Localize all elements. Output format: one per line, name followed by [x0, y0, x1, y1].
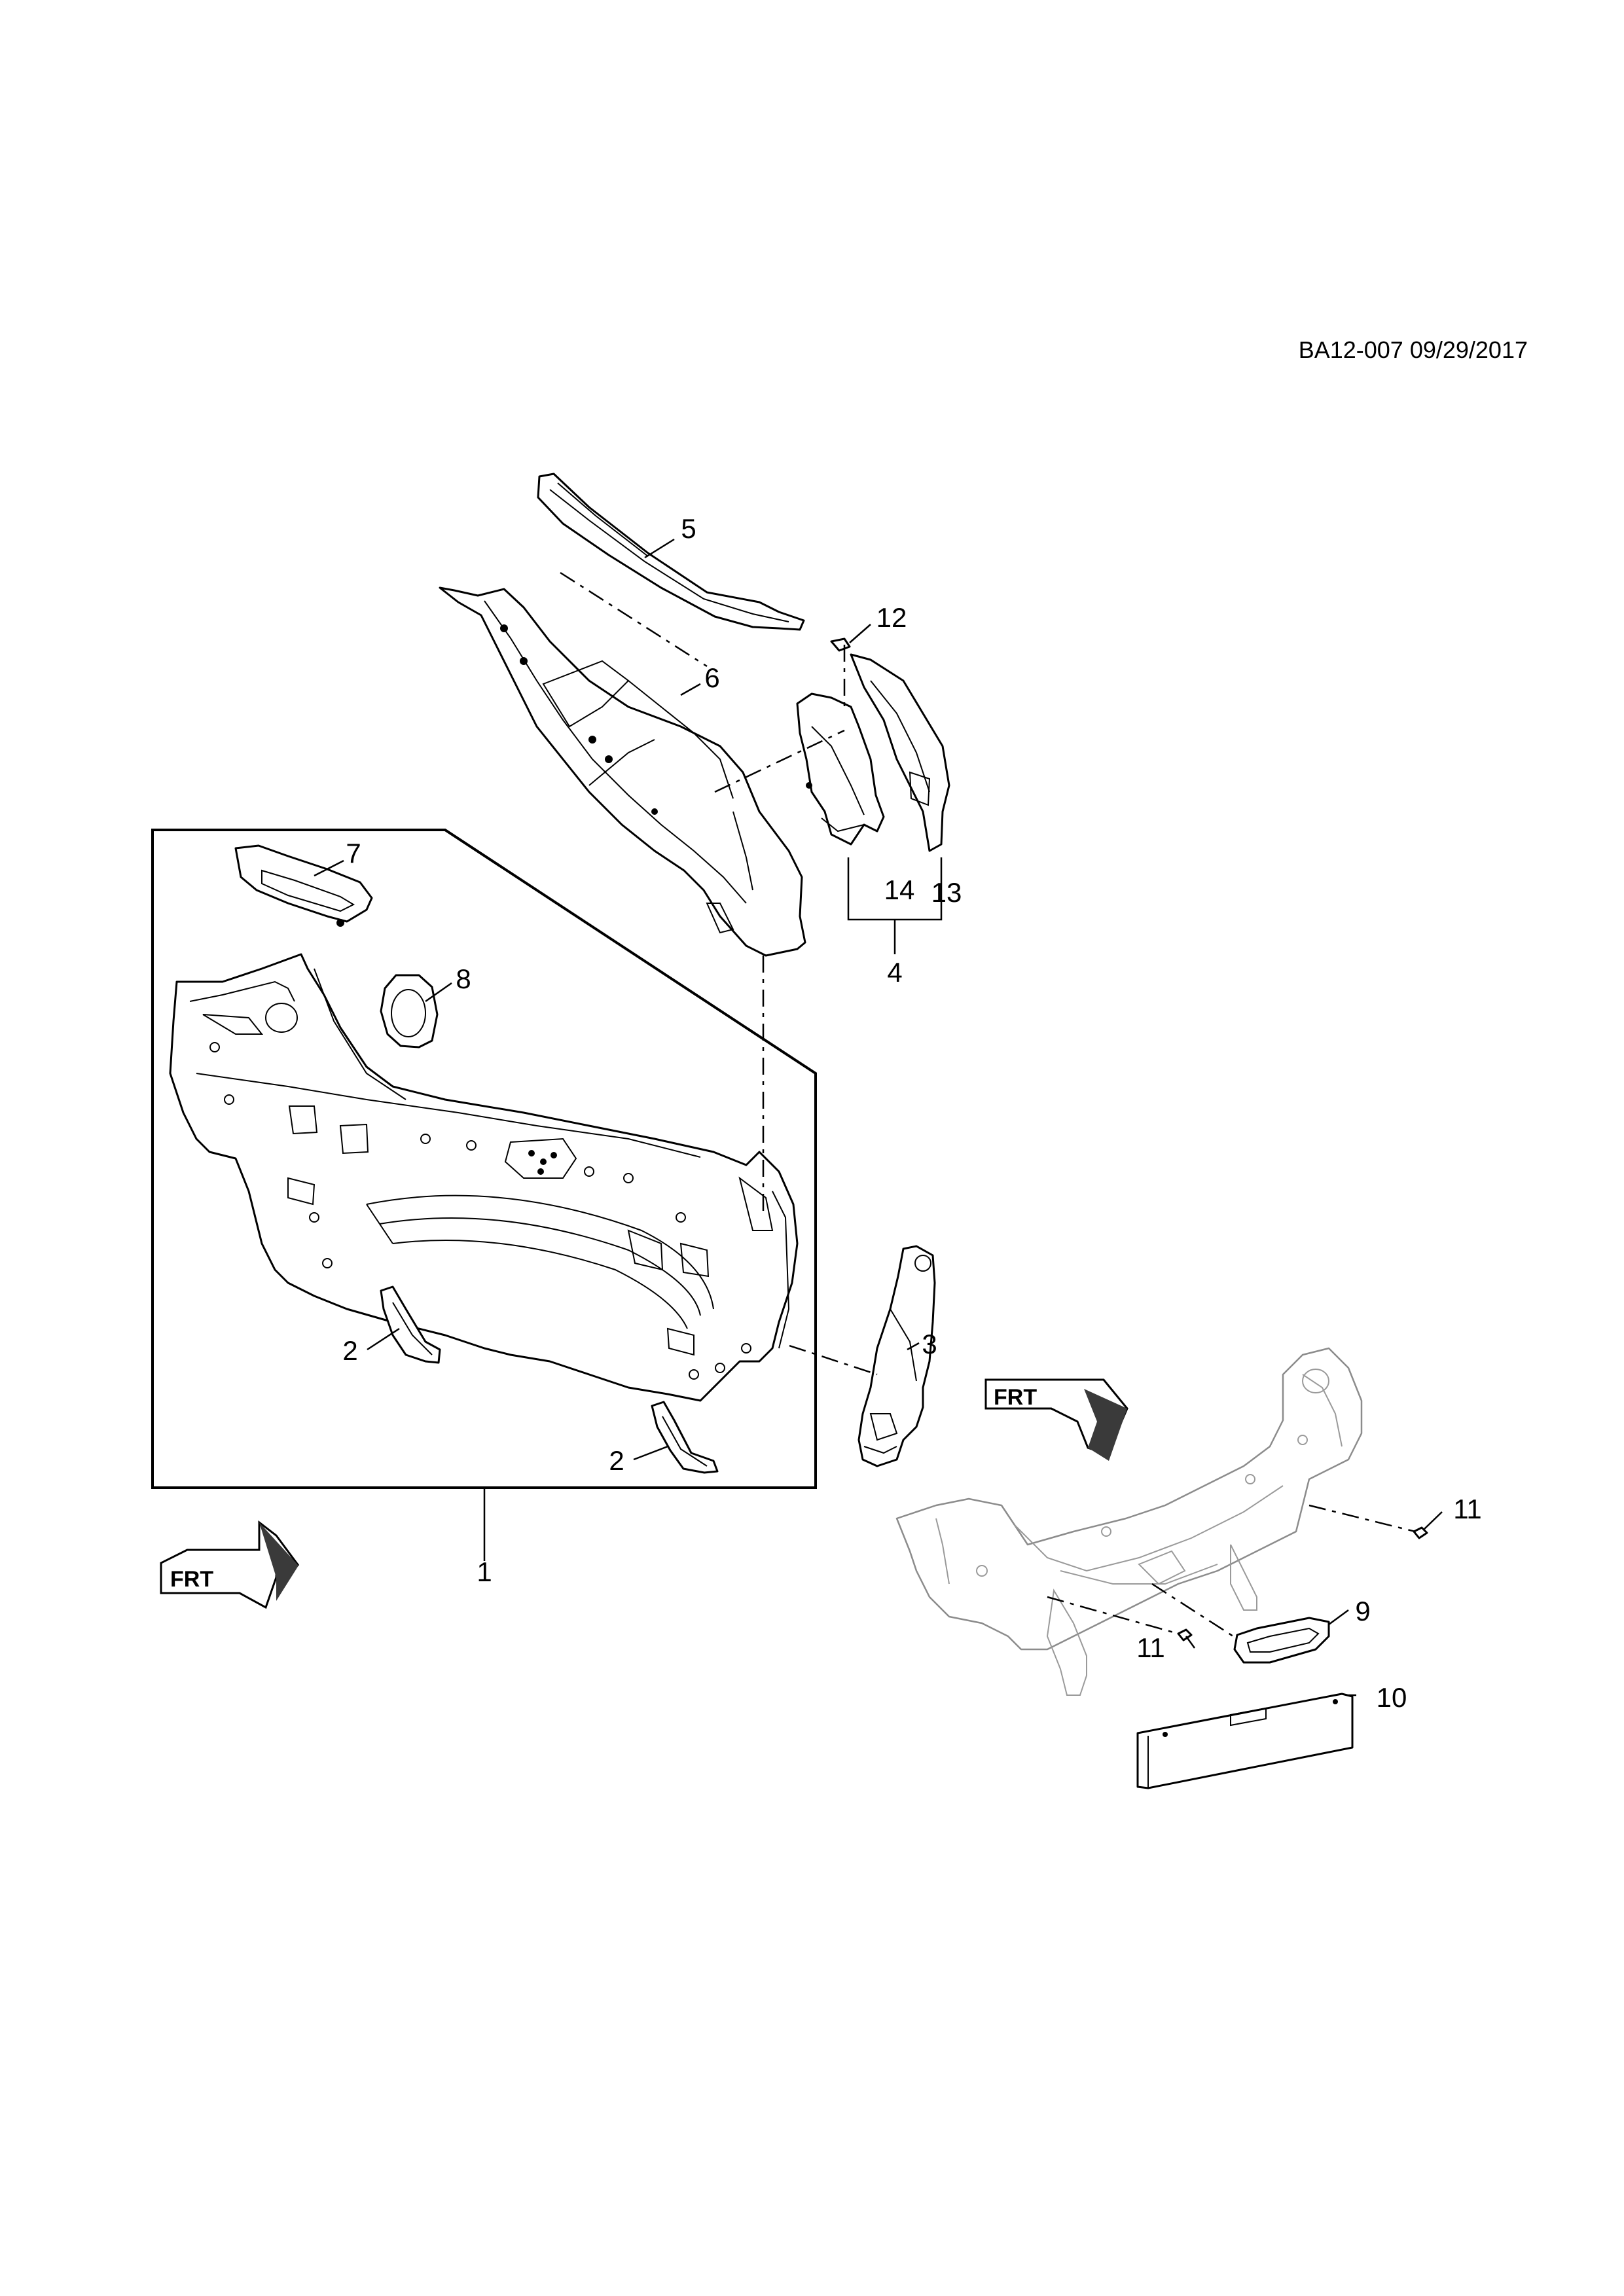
group-4-bracket — [847, 857, 943, 954]
part-2-bracket-lower — [651, 1401, 719, 1474]
callout-11-lower: 11 — [1136, 1632, 1165, 1663]
part-5-trim-strip — [537, 473, 805, 631]
part-13-reinforcement — [850, 653, 950, 852]
frt-label-left: FRT — [170, 1567, 213, 1592]
part-3-side-pillar — [857, 1245, 936, 1467]
rear-floor-assembly — [895, 1347, 1363, 1696]
callout-6: 6 — [704, 662, 719, 693]
part-7-trim — [234, 844, 373, 927]
callout-9: 9 — [1355, 1596, 1370, 1626]
frt-label-right: FRT — [994, 1385, 1037, 1410]
part-9-grille — [1233, 1617, 1330, 1664]
part-11-plug-right — [1413, 1526, 1428, 1539]
callout-4: 4 — [887, 957, 902, 988]
callout-12: 12 — [876, 602, 907, 633]
part-8-ring — [380, 974, 439, 1049]
callout-labels: 1 2 2 3 4 5 6 7 8 9 10 11 11 12 13 14 — [342, 513, 1481, 1713]
part-10-plate — [1136, 1693, 1354, 1789]
callout-13: 13 — [931, 877, 962, 908]
assembly-1-frame — [151, 829, 817, 1561]
callout-8: 8 — [456, 963, 471, 994]
front-direction-arrow-icon: FRT — [984, 1378, 1128, 1461]
callout-5: 5 — [681, 513, 696, 544]
part-6-upper-panel — [439, 586, 806, 957]
part-12-clip — [830, 637, 851, 652]
callout-leaders — [314, 538, 1443, 1696]
callout-1: 1 — [477, 1556, 492, 1587]
callout-10: 10 — [1377, 1682, 1407, 1713]
document-id: BA12-007 09/29/2017 — [1299, 336, 1528, 363]
callout-11-right: 11 — [1453, 1494, 1482, 1524]
callout-2-lower: 2 — [609, 1445, 624, 1476]
callout-14: 14 — [884, 874, 915, 905]
front-direction-arrow-icon: FRT — [160, 1520, 300, 1609]
callout-7: 7 — [346, 838, 361, 869]
part-2-bracket-upper — [380, 1285, 441, 1364]
assembly-lines — [560, 571, 1416, 1638]
callout-2-upper: 2 — [342, 1335, 357, 1366]
part-1-main-panel — [169, 953, 799, 1402]
callout-3: 3 — [922, 1329, 937, 1359]
part-11-plug-lower — [1177, 1628, 1193, 1641]
part-14-reinforcement — [796, 692, 885, 846]
